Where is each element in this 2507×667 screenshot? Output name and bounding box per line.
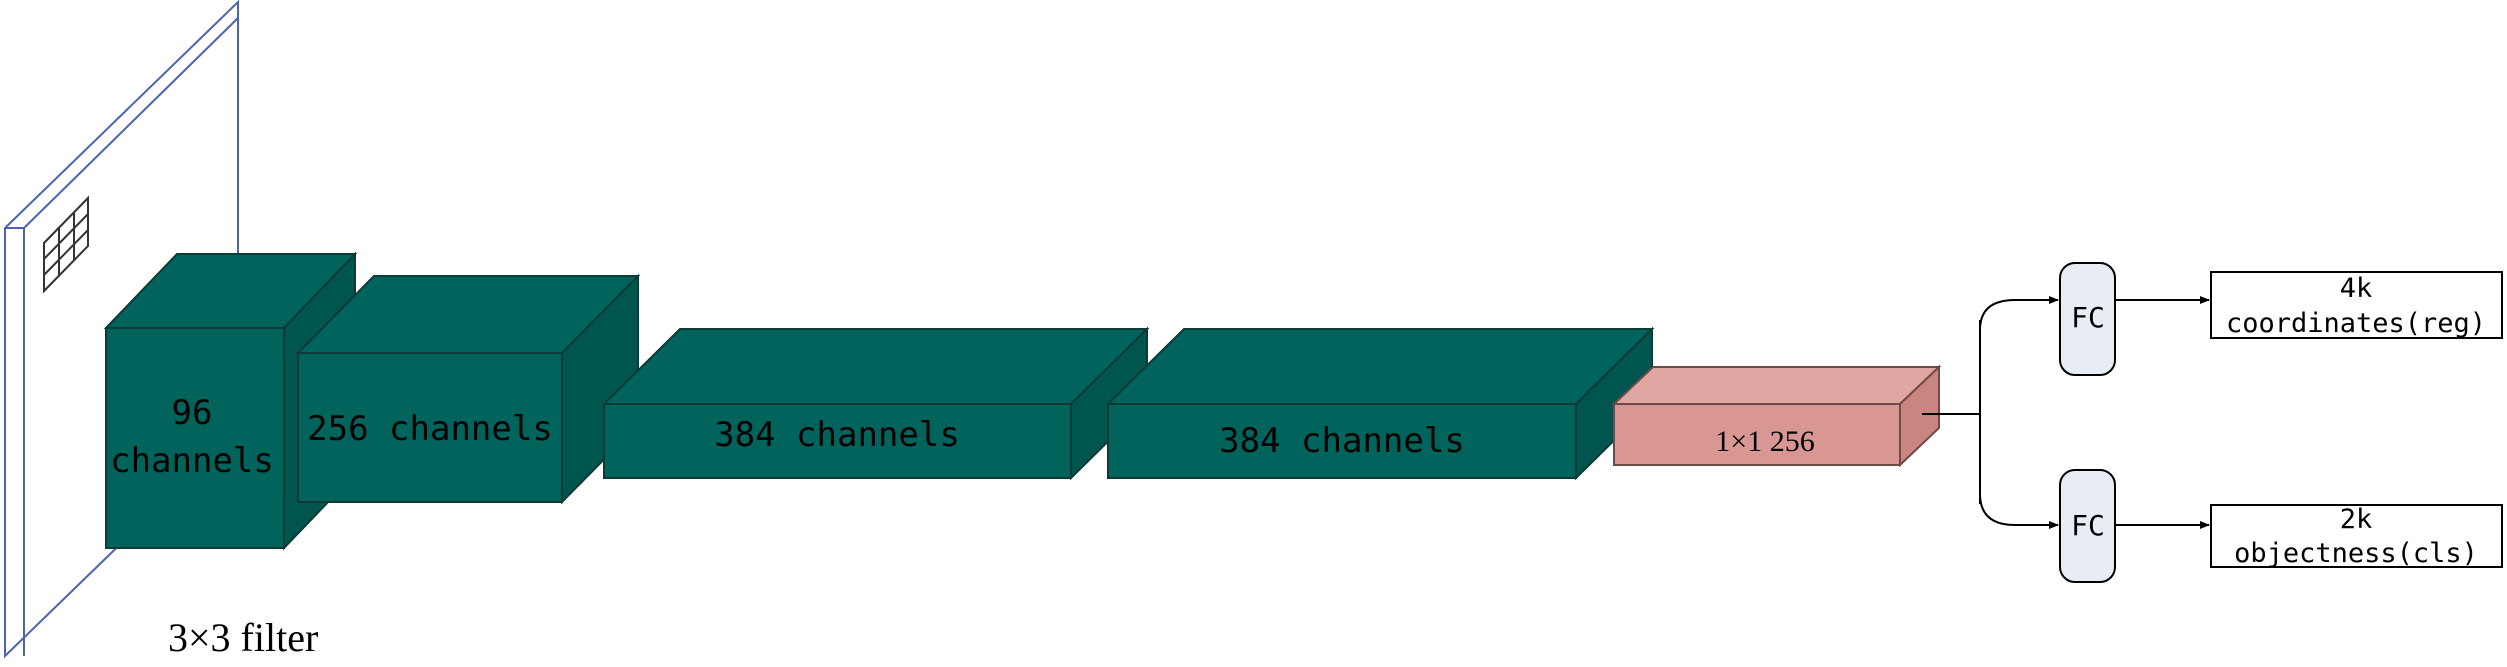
- fc-cls-label: FC: [2071, 509, 2105, 542]
- filter-caption: 3×3 filter: [168, 615, 318, 660]
- block-1-label-line1: 96: [172, 393, 213, 433]
- filter-grid-icon: [43, 195, 89, 294]
- output-reg-line1: 4k: [2340, 273, 2373, 304]
- conv-block-256: 256 channels: [295, 273, 641, 505]
- connector-lines: [1922, 296, 2210, 529]
- output-box-reg: 4k coordinates(reg): [2210, 271, 2503, 339]
- block-2-label: 256 channels: [307, 409, 553, 449]
- fc-box-reg: FC: [2059, 262, 2116, 376]
- block-3-label: 384 channels: [714, 415, 960, 455]
- conv-block-384-b: 384 channels: [1105, 326, 1655, 481]
- output-cls-line1: 2k: [2340, 504, 2373, 535]
- conv-block-384-a: 384 channels: [601, 326, 1150, 481]
- output-reg-line2: coordinates(reg): [2226, 308, 2486, 339]
- block-4-label: 384 channels: [1219, 421, 1465, 461]
- output-cls-line2: objectness(cls): [2234, 538, 2478, 569]
- fc-box-cls: FC: [2059, 469, 2116, 583]
- fc-reg-label: FC: [2071, 301, 2105, 334]
- block-1-label-line2: channels: [110, 441, 274, 481]
- output-box-cls: 2k objectness(cls): [2210, 504, 2503, 569]
- rpn-conv-block: 1×1 256: [1611, 364, 1942, 468]
- conv-block-96: 96 channels: [103, 251, 358, 551]
- rpn-block-label: 1×1 256: [1715, 425, 1814, 458]
